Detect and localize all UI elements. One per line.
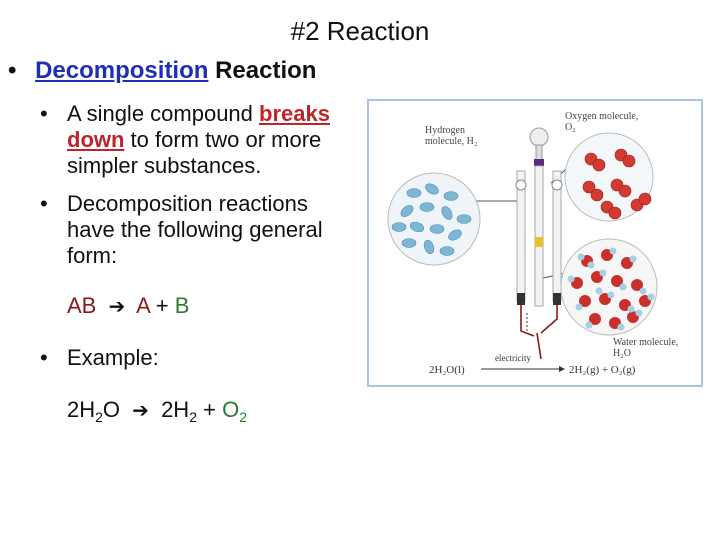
electrolysis-diagram: Hydrogen molecule, H₂ Oxygen molecule, O… [367, 99, 703, 387]
bullet-dot: • [8, 57, 17, 84]
main-bullet-rest: Reaction [208, 57, 317, 84]
oxygen-label: Oxygen molecule, O₂ [565, 111, 639, 133]
general-form-equation: AB ➔ A + B [67, 293, 190, 318]
bullet-definition: • A single compound breaks down to form … [40, 101, 360, 179]
bullet-example: • Example: [40, 345, 360, 371]
hydrogen-molecules-circle [387, 172, 481, 266]
electrolysis-illustration [387, 127, 658, 372]
hofmann-apparatus [515, 127, 563, 360]
definition-text: A single compound breaks down to form tw… [67, 101, 330, 178]
equation-right: 2H₂(g) + O₂(g) [569, 364, 636, 376]
equation-arrow-label: electricity [495, 353, 531, 363]
breaks-down-emphasis: breaks down [67, 101, 330, 152]
example-label: Example: [67, 345, 159, 370]
general-form-text: Decomposition reactions have the followi… [67, 191, 323, 268]
decomposition-link[interactable]: Decomposition [35, 57, 209, 84]
equation-left: 2H₂O(l) [429, 364, 465, 376]
water-label: Water molecule, H₂O [613, 337, 679, 359]
oxygen-molecules-circle [564, 132, 654, 222]
arrow-right-icon: ➔ [108, 296, 126, 318]
arrow-right-icon: ➔ [132, 400, 149, 422]
slide-title: #2 Reaction [290, 16, 430, 46]
bullet-general-form: • Decomposition reactions have the follo… [40, 191, 360, 269]
example-equation: 2H2O ➔ 2H2 + O2 [67, 397, 248, 425]
main-bullet: • Decomposition Reaction [8, 58, 316, 84]
water-molecules-circle [560, 238, 658, 336]
hydrogen-label: Hydrogen molecule, H₂ [425, 125, 478, 147]
